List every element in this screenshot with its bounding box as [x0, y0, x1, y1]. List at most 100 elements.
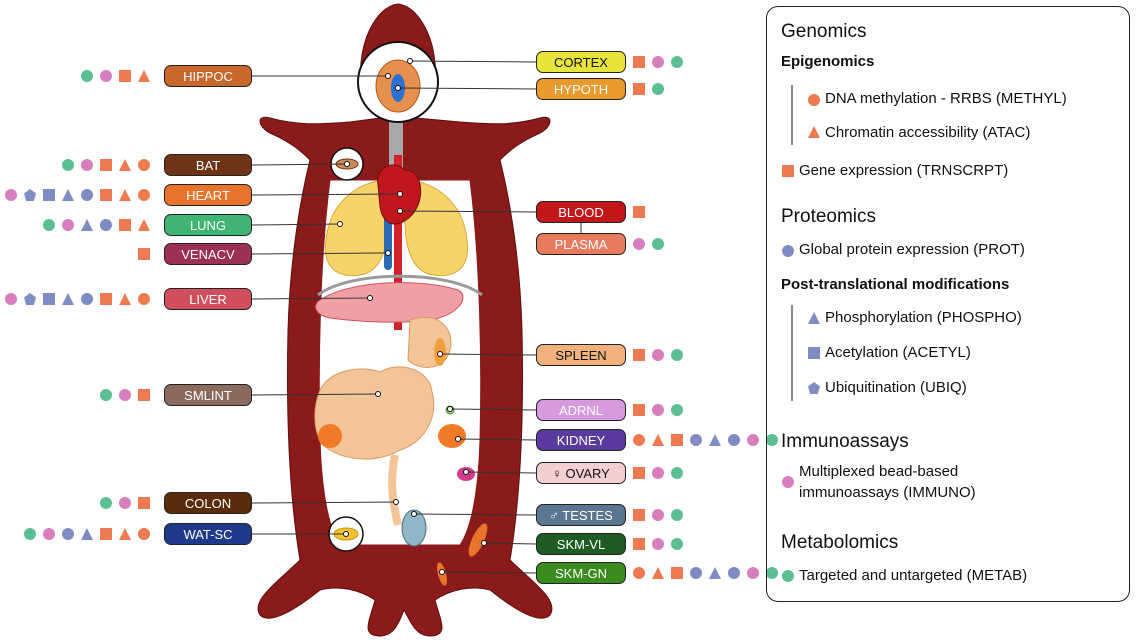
tissue-label-hippoc: HIPPOC	[164, 65, 252, 87]
legend-immuno-line2: immunoassays (IMMUNO)	[799, 484, 976, 501]
tissue-label-testes: ♂ TESTES	[536, 504, 626, 526]
anchor-dot-blood	[397, 208, 403, 214]
assay-marker-bat-immuno	[81, 159, 93, 171]
assay-marker-liver-phospho	[62, 293, 74, 305]
aorta	[394, 155, 402, 330]
assay-marker-skmgn-immuno	[747, 567, 759, 579]
colon-organ	[388, 454, 402, 526]
anchor-dot-venacv	[385, 250, 391, 256]
assay-marker-testes-metab	[671, 509, 683, 521]
assay-marker-cortex-immuno	[652, 56, 664, 68]
legend-proteomics: Proteomics	[781, 206, 877, 227]
legend-acetyl: Acetylation (ACETYL)	[825, 344, 971, 361]
anchor-dot-hypoth	[395, 85, 401, 91]
legend-metabolomics: Metabolomics	[781, 532, 899, 553]
assay-marker-hippoc-atac	[138, 70, 150, 82]
legend-prot: Global protein expression (PROT)	[799, 241, 1025, 258]
assay-marker-heart-immuno	[5, 189, 17, 201]
assay-marker-smlint-immuno	[119, 389, 131, 401]
testes-organ	[401, 509, 427, 547]
assay-marker-skmgn-prot	[690, 567, 702, 579]
assay-marker-lung-immuno	[62, 219, 74, 231]
assay-marker-ovary-immuno	[652, 467, 664, 479]
leader-line-liver	[251, 297, 371, 300]
assay-marker-watsc-methyl	[138, 528, 150, 540]
leader-line-bat	[251, 163, 348, 166]
tissue-label-cortex: CORTEX	[536, 51, 626, 73]
assay-marker-watsc-immuno	[43, 528, 55, 540]
legend-genomics: Genomics	[781, 21, 867, 42]
assay-marker-lung-phospho	[81, 219, 93, 231]
assay-marker-liver-acetyl	[43, 293, 55, 305]
leader-line-hypoth	[397, 87, 537, 90]
anchor-dot-kidney	[455, 436, 461, 442]
tissue-label-skmgn: SKM-GN	[536, 562, 626, 584]
assay-marker-heart-atac	[119, 189, 131, 201]
assay-marker-liver-prot	[81, 293, 93, 305]
leader-line-blood	[399, 210, 537, 213]
assay-marker-bat-methyl	[138, 159, 150, 171]
assay-marker-heart-acetyl	[43, 189, 55, 201]
leader-line-ovary	[465, 471, 537, 474]
assay-marker-hypoth-trnscrpt	[633, 83, 645, 95]
legend-methyl: DNA methylation - RRBS (METHYL)	[825, 90, 1067, 107]
lung-right	[404, 179, 469, 277]
assay-marker-hypoth-metab	[652, 83, 664, 95]
assay-marker-venacv-trnscrpt	[138, 248, 150, 260]
assay-marker-kidney-atac	[652, 434, 664, 446]
tissue-label-bat: BAT	[164, 154, 252, 176]
leader-line-heart	[251, 193, 401, 196]
anchor-dot-heart	[397, 191, 403, 197]
assay-marker-heart-ubiq	[24, 189, 36, 201]
assay-marker-testes-immuno	[652, 509, 664, 521]
tissue-label-heart: HEART	[164, 184, 252, 206]
tissue-label-blood: BLOOD	[536, 201, 626, 223]
leader-line-skmgn	[441, 571, 537, 574]
assay-marker-liver-ubiq	[24, 293, 36, 305]
assay-marker-spleen-immuno	[652, 349, 664, 361]
assay-marker-kidney-phospho	[709, 434, 721, 446]
anchor-dot-adrnl	[447, 406, 453, 412]
assay-marker-colon-metab	[100, 497, 112, 509]
skm-vl-organ	[468, 523, 488, 557]
tissue-label-colon: COLON	[164, 492, 252, 514]
assay-marker-heart-methyl	[138, 189, 150, 201]
legend-phospho: Phosphorylation (PHOSPHO)	[825, 309, 1022, 326]
legend-prot-marker	[782, 245, 794, 257]
assay-marker-adrnl-trnscrpt	[633, 404, 645, 416]
assay-marker-testes-trnscrpt	[633, 509, 645, 521]
leader-line-cortex	[409, 60, 537, 63]
rat-anatomy-diagram	[251, 3, 582, 637]
tissue-label-kidney: KIDNEY	[536, 429, 626, 451]
leader-line-venacv	[251, 252, 389, 255]
anchor-dot-skmvl	[481, 540, 487, 546]
legend-trnscrpt: Gene expression (TRNSCRPT)	[799, 162, 1009, 179]
assay-marker-heart-trnscrpt	[100, 189, 112, 201]
assay-marker-skmgn-trnscrpt	[671, 567, 683, 579]
assay-marker-blood-trnscrpt	[633, 206, 645, 218]
tissue-label-watsc: WAT-SC	[164, 523, 252, 545]
assay-marker-plasma-metab	[652, 238, 664, 250]
assay-marker-ovary-trnscrpt	[633, 467, 645, 479]
assay-marker-hippoc-trnscrpt	[119, 70, 131, 82]
anchor-dot-liver	[367, 295, 373, 301]
assay-marker-heart-prot	[81, 189, 93, 201]
assay-marker-watsc-phospho	[81, 528, 93, 540]
assay-marker-smlint-trnscrpt	[138, 389, 150, 401]
legend-epigenomics-bracket	[791, 85, 793, 145]
assay-marker-bat-atac	[119, 159, 131, 171]
assay-marker-bat-metab	[62, 159, 74, 171]
leader-line-smlint	[251, 393, 379, 396]
legend-trnscrpt-marker	[782, 165, 794, 177]
assay-marker-colon-immuno	[119, 497, 131, 509]
assay-marker-watsc-atac	[119, 528, 131, 540]
anchor-dot-lung	[337, 221, 343, 227]
tissue-label-ovary: ♀ OVARY	[536, 462, 626, 484]
assay-marker-skmgn-metab	[766, 567, 778, 579]
legend-ptm-bracket	[791, 305, 793, 401]
legend-ubiq: Ubiquitination (UBIQ)	[825, 379, 967, 396]
assay-marker-colon-trnscrpt	[138, 497, 150, 509]
kidney-organ	[438, 424, 466, 448]
assay-marker-kidney-prot	[690, 434, 702, 446]
tissue-label-lung: LUNG	[164, 214, 252, 236]
